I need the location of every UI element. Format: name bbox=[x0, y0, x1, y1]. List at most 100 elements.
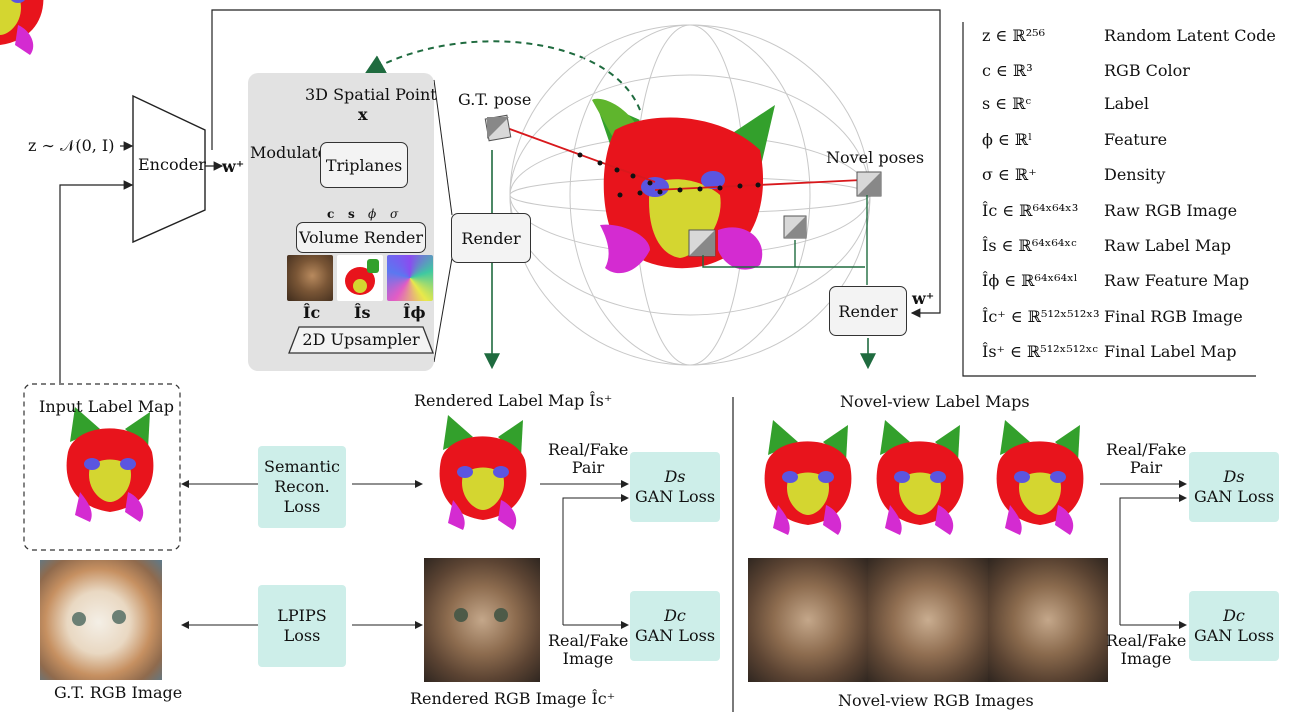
triplanes-box: Triplanes bbox=[320, 142, 408, 188]
real-fake-image-right-line-2: Image bbox=[1120, 649, 1172, 668]
legend-description: Random Latent Code bbox=[1104, 26, 1276, 45]
ds-gan-loss-right: Ds GAN Loss bbox=[1189, 452, 1279, 522]
ds-gan-loss-left: Ds GAN Loss bbox=[630, 452, 720, 522]
novel-rgb-image-2 bbox=[868, 558, 988, 682]
camera-cube-novel-3 bbox=[688, 229, 716, 257]
lpips-loss-box: LPIPS Loss bbox=[258, 585, 346, 667]
gt-pose-label: G.T. pose bbox=[458, 90, 532, 109]
raw-label-thumb bbox=[337, 255, 383, 301]
modulate-label: Modulate bbox=[250, 143, 328, 162]
novel-label-maps-caption: Novel-view Label Maps bbox=[840, 392, 1030, 411]
real-fake-image-right: Real/Fake Image bbox=[1106, 632, 1186, 668]
legend-description: Raw Label Map bbox=[1104, 236, 1231, 255]
legend-row: ϕ ∈ ℝˡ Feature bbox=[982, 130, 1167, 149]
real-fake-image-left-line-2: Image bbox=[562, 649, 614, 668]
lpips-loss-line-2: Loss bbox=[283, 626, 321, 645]
dc-symbol-left: Dc bbox=[664, 606, 686, 625]
novel-label-map-3 bbox=[996, 420, 1084, 535]
camera-cube-novel-2 bbox=[783, 215, 807, 239]
raw-label-label: Îs bbox=[354, 303, 371, 322]
novel-label-map-1 bbox=[764, 420, 852, 535]
rendered-label-map bbox=[439, 415, 527, 530]
output-sigma: σ bbox=[390, 207, 399, 221]
ds-gan-label-right: GAN Loss bbox=[1193, 487, 1275, 506]
legend-description: Density bbox=[1104, 165, 1166, 184]
dc-gan-loss-right: Dc GAN Loss bbox=[1189, 591, 1279, 661]
volume-render-box: Volume Render bbox=[296, 222, 426, 253]
gt-rgb-caption: G.T. RGB Image bbox=[54, 683, 183, 702]
render-right-w-label: w⁺ bbox=[912, 289, 935, 308]
raw-rgb-thumb bbox=[287, 255, 333, 301]
raw-feature-thumb bbox=[387, 255, 433, 301]
legend-row: z ∈ ℝ²⁵⁶ Random Latent Code bbox=[982, 26, 1276, 45]
spatial-point-label: 3D Spatial Point bbox=[305, 85, 437, 104]
novel-rgb-caption: Novel-view RGB Images bbox=[838, 691, 1034, 710]
legend-description: Raw RGB Image bbox=[1104, 201, 1238, 220]
dc-gan-label-right: GAN Loss bbox=[1193, 626, 1275, 645]
real-fake-image-left: Real/Fake Image bbox=[548, 632, 628, 668]
rendered-rgb-image bbox=[424, 558, 540, 682]
legend-symbol: Îc ∈ ℝ⁶⁴ˣ⁶⁴ˣ³ bbox=[982, 201, 1079, 220]
real-fake-image-left-line-1: Real/Fake bbox=[548, 631, 629, 650]
real-fake-pair-left-line-2: Pair bbox=[571, 458, 605, 477]
legend-description: Final RGB Image bbox=[1104, 307, 1243, 326]
raw-rgb-label: Îc bbox=[303, 303, 321, 322]
rendered-label-map-caption: Rendered Label Map Îs⁺ bbox=[414, 391, 613, 410]
ds-gan-label-left: GAN Loss bbox=[634, 487, 716, 506]
upsampler-box: 2D Upsampler bbox=[287, 326, 435, 354]
input-label-map bbox=[66, 407, 154, 522]
x-symbol: x bbox=[358, 105, 368, 124]
lpips-loss-line-1: LPIPS bbox=[277, 606, 327, 625]
real-fake-pair-left: Real/Fake Pair bbox=[548, 441, 628, 477]
semantic-recon-loss-box: Semantic Recon. Loss bbox=[258, 446, 346, 528]
legend-symbol: σ ∈ ℝ⁺ bbox=[982, 165, 1037, 184]
legend-description: RGB Color bbox=[1104, 61, 1190, 80]
legend-row: Îc ∈ ℝ⁶⁴ˣ⁶⁴ˣ³ Raw RGB Image bbox=[982, 201, 1237, 220]
raw-feature-label: Îϕ bbox=[403, 303, 426, 322]
legend-row: Îϕ ∈ ℝ⁶⁴ˣ⁶⁴ˣˡ Raw Feature Map bbox=[982, 271, 1249, 290]
real-fake-pair-right-line-2: Pair bbox=[1129, 458, 1163, 477]
render-box-center: Render bbox=[451, 213, 531, 263]
semantic-loss-line-2: Recon. bbox=[274, 477, 330, 496]
semantic-loss-line-1: Semantic bbox=[264, 457, 340, 476]
novel-poses-label: Novel poses bbox=[826, 148, 925, 167]
legend-description: Label bbox=[1104, 94, 1149, 113]
legend-description: Raw Feature Map bbox=[1104, 271, 1250, 290]
input-label-map-caption: Input Label Map bbox=[39, 397, 174, 416]
z-input-label: z ∼ 𝒩(0, I) bbox=[28, 136, 115, 155]
novel-rgb-image-1 bbox=[748, 558, 868, 682]
legend-symbol: Îϕ ∈ ℝ⁶⁴ˣ⁶⁴ˣˡ bbox=[982, 271, 1078, 290]
render-box-right: Render bbox=[829, 286, 907, 336]
dc-gan-loss-left: Dc GAN Loss bbox=[630, 591, 720, 661]
w-plus-label: w⁺ bbox=[222, 157, 245, 176]
legend-row: c ∈ ℝ³ RGB Color bbox=[982, 61, 1190, 80]
legend-symbol: ϕ ∈ ℝˡ bbox=[982, 130, 1033, 149]
novel-rgb-images bbox=[748, 558, 1108, 682]
camera-cube-gt bbox=[484, 114, 512, 142]
novel-rgb-image-3 bbox=[988, 558, 1108, 682]
ds-symbol-left: Ds bbox=[664, 467, 686, 486]
gt-rgb-image bbox=[40, 560, 162, 680]
semantic-loss-line-3: Loss bbox=[283, 497, 321, 516]
legend-symbol: z ∈ ℝ²⁵⁶ bbox=[982, 26, 1045, 45]
output-phi: ϕ bbox=[368, 207, 377, 221]
output-c: c bbox=[327, 207, 335, 221]
label-cat-template bbox=[0, 0, 44, 55]
legend-symbol: Îc⁺ ∈ ℝ⁵¹²ˣ⁵¹²ˣ³ bbox=[982, 307, 1100, 326]
real-fake-pair-left-line-1: Real/Fake bbox=[548, 440, 629, 459]
legend-description: Feature bbox=[1104, 130, 1168, 149]
real-fake-image-right-line-1: Real/Fake bbox=[1106, 631, 1187, 650]
legend-symbol: s ∈ ℝᶜ bbox=[982, 94, 1032, 113]
legend-description: Final Label Map bbox=[1104, 342, 1237, 361]
real-fake-pair-right: Real/Fake Pair bbox=[1106, 441, 1186, 477]
encoder-shape bbox=[132, 94, 206, 244]
encoder-label: Encoder bbox=[138, 155, 206, 174]
input-label-map-frame bbox=[23, 383, 181, 551]
camera-cube-novel-1 bbox=[856, 171, 882, 197]
real-fake-pair-right-line-1: Real/Fake bbox=[1106, 440, 1187, 459]
legend-symbol: c ∈ ℝ³ bbox=[982, 61, 1033, 80]
legend-symbol: Îs ∈ ℝ⁶⁴ˣ⁶⁴ˣᶜ bbox=[982, 236, 1077, 255]
rendered-rgb-caption: Rendered RGB Image Îc⁺ bbox=[410, 689, 616, 708]
